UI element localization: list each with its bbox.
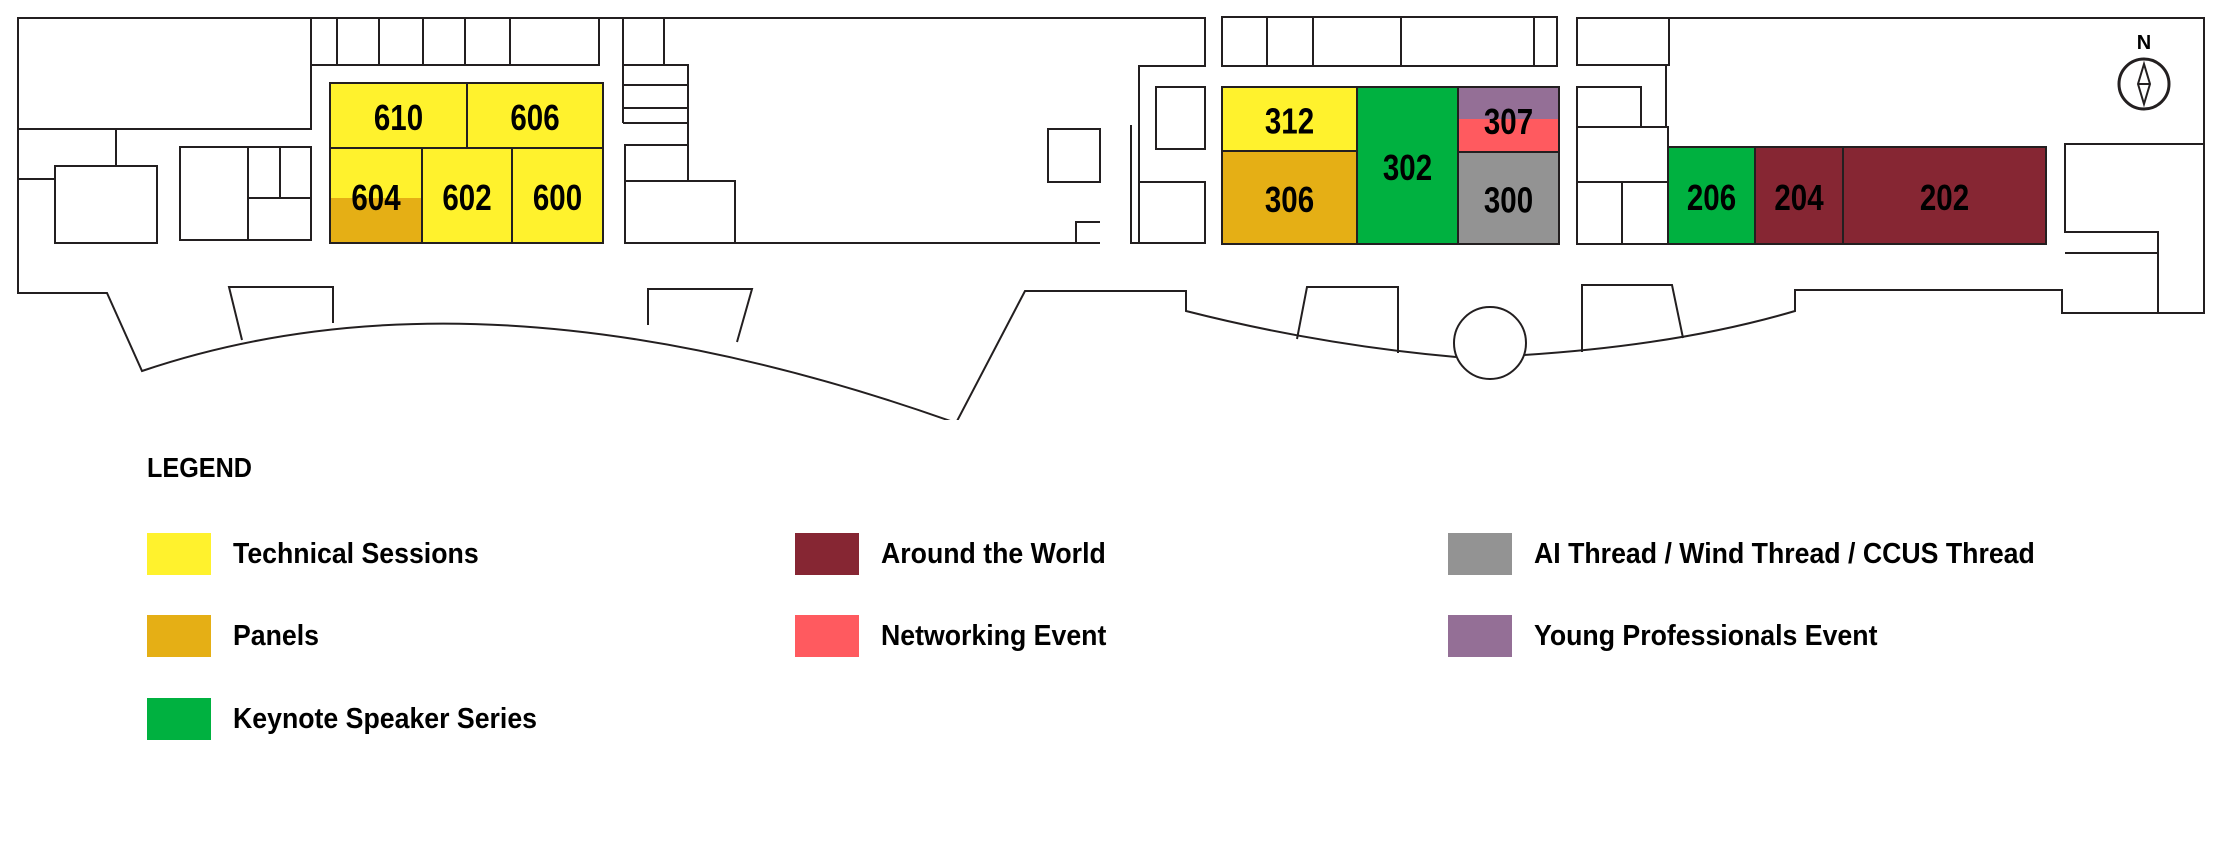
room-606[interactable]: 606 <box>466 82 604 149</box>
room-fill <box>1667 146 1756 245</box>
legend-label: Networking Event <box>881 619 1107 652</box>
room-fill <box>1842 146 2047 245</box>
room-302[interactable]: 302 <box>1356 86 1459 245</box>
legend-swatch <box>1448 533 1512 575</box>
compass-north-label: N <box>2137 32 2151 54</box>
legend-label: Panels <box>233 619 320 652</box>
legend-label: Keynote Speaker Series <box>233 702 538 735</box>
room-fill <box>1457 151 1560 245</box>
session-rooms: 610 606 604 602 600 312 306 302 307 300 206 204 202 <box>329 82 2047 245</box>
room-fill <box>511 147 604 244</box>
legend-item-threads: AI Thread / Wind Thread / CCUS Thread <box>1448 533 2078 575</box>
building-walls <box>17 16 2205 420</box>
legend-swatch <box>795 533 859 575</box>
room-number: 600 <box>533 177 582 217</box>
room-number: 206 <box>1687 177 1736 217</box>
room-307[interactable]: 307 <box>1457 86 1560 153</box>
room-fill <box>1221 86 1358 152</box>
legend-swatch <box>147 698 211 740</box>
room-number: 300 <box>1484 180 1533 220</box>
room-610[interactable]: 610 <box>329 82 468 149</box>
room-300[interactable]: 300 <box>1457 151 1560 245</box>
legend-swatch <box>147 615 211 657</box>
legend-item-world: Around the World <box>795 533 1125 575</box>
room-604[interactable]: 604 <box>329 147 423 244</box>
room-fill <box>1754 146 1844 245</box>
room-number: 610 <box>374 97 423 137</box>
room-202[interactable]: 202 <box>1842 146 2047 245</box>
compass-icon <box>2117 57 2171 111</box>
room-secondary-fill <box>1459 119 1558 151</box>
room-number: 302 <box>1383 147 1432 187</box>
room-fill <box>1221 150 1358 245</box>
legend-label: Young Professionals Event <box>1534 619 1878 652</box>
room-204[interactable]: 204 <box>1754 146 1844 245</box>
room-number: 604 <box>351 177 401 217</box>
legend-label: Around the World <box>881 537 1106 570</box>
room-312[interactable]: 312 <box>1221 86 1358 152</box>
legend-label: Technical Sessions <box>233 537 479 570</box>
room-fill <box>329 82 468 149</box>
legend-item-keynote: Keynote Speaker Series <box>147 698 563 740</box>
legend-swatch <box>147 533 211 575</box>
compass: N <box>2117 32 2171 111</box>
room-number: 306 <box>1265 179 1314 219</box>
room-number: 312 <box>1265 101 1314 141</box>
legend-item-young: Young Professionals Event <box>1448 615 1907 657</box>
room-number: 307 <box>1484 101 1533 141</box>
legend-title: LEGEND <box>147 452 253 483</box>
room-number: 204 <box>1774 177 1824 217</box>
legend-swatch <box>795 615 859 657</box>
room-602[interactable]: 602 <box>421 147 513 244</box>
room-600[interactable]: 600 <box>511 147 604 244</box>
room-number: 202 <box>1920 177 1969 217</box>
legend-item-networking: Networking Event <box>795 615 1126 657</box>
legend-item-panels: Panels <box>147 615 327 657</box>
legend-swatch <box>1448 615 1512 657</box>
room-206[interactable]: 206 <box>1667 146 1756 245</box>
room-number: 602 <box>442 177 491 217</box>
legend-item-technical: Technical Sessions <box>147 533 500 575</box>
room-fill <box>421 147 513 244</box>
room-306[interactable]: 306 <box>1221 150 1358 245</box>
room-secondary-fill <box>331 198 421 242</box>
legend-label: AI Thread / Wind Thread / CCUS Thread <box>1534 537 2035 570</box>
room-fill <box>466 82 604 149</box>
room-number: 606 <box>510 97 559 137</box>
